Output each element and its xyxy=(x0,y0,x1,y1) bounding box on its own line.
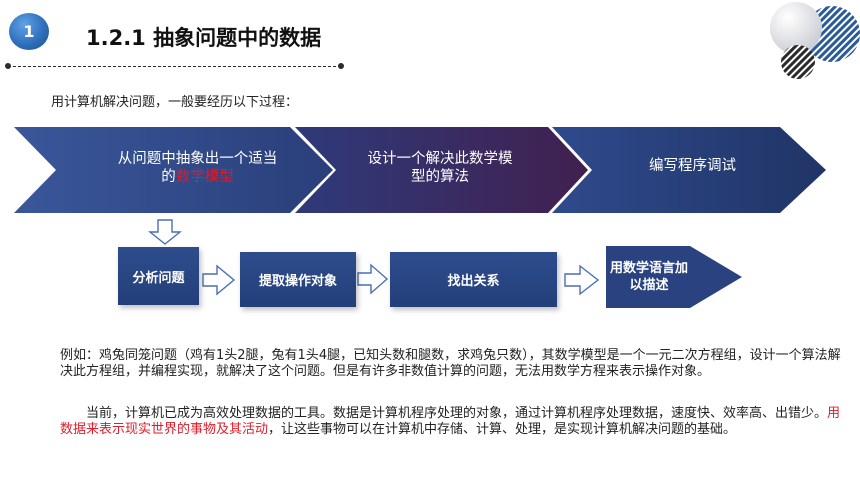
process-arrow-3 xyxy=(552,127,826,213)
section-number-badge: 1 xyxy=(9,13,49,50)
striped-dark-circle xyxy=(781,45,815,79)
current-paragraph-highlight: 用数据来表示现实世界的事物及其活动 xyxy=(60,406,841,437)
process-step-3-label: 编写程序调试 xyxy=(649,158,736,174)
right-arrow-icon xyxy=(564,264,600,296)
process-step-1-line2: 的数学模型 xyxy=(80,168,315,186)
current-paragraph-part1: 当前，计算机已成为高效处理数据的工具。数据是计算机程序处理的对象，通过计算机程序… xyxy=(86,406,828,421)
title-divider xyxy=(8,66,341,67)
down-arrow-icon xyxy=(148,219,182,245)
analyze-problem-box: 分析问题 xyxy=(118,247,199,305)
page-title: 1.2.1 抽象问题中的数据 xyxy=(86,26,322,50)
divider-dot-right xyxy=(338,63,344,69)
process-step-1-label: 从问题中抽象出一个适当 的数学模型 xyxy=(80,150,315,186)
process-step-2-label: 设计一个解决此数学模 型的算法 xyxy=(335,150,545,186)
divider-dot-left xyxy=(5,63,11,69)
find-relations-box: 找出关系 xyxy=(390,252,557,307)
current-paragraph-part2: ，让这些事物可以在计算机中存储、计算、处理，是实现计算机解决问题的基础。 xyxy=(268,422,737,437)
process-step-2-line2: 型的算法 xyxy=(411,169,469,185)
right-arrow-icon xyxy=(202,264,236,296)
process-step-2-line1: 设计一个解决此数学模 xyxy=(367,151,513,167)
right-arrow-icon xyxy=(357,263,389,295)
intro-text: 用计算机解决问题，一般要经历以下过程： xyxy=(51,95,299,110)
process-step-1-line1: 从问题中抽象出一个适当 xyxy=(117,151,278,167)
process-arrow-2 xyxy=(295,127,588,213)
white-sphere xyxy=(770,2,822,54)
math-model-highlight: 数学模型 xyxy=(175,169,234,185)
current-paragraph: 当前，计算机已成为高效处理数据的工具。数据是计算机程序处理的对象，通过计算机程序… xyxy=(60,406,845,438)
extract-objects-box: 提取操作对象 xyxy=(240,252,356,307)
process-arrow-1 xyxy=(14,127,333,213)
describe-step-arrow xyxy=(606,246,742,308)
process-step-1-prefix: 的 xyxy=(161,169,176,185)
example-paragraph: 例如：鸡兔同笼问题（鸡有1头2腿，兔有1头4腿，已知头数和腿数，求鸡兔只数），其… xyxy=(60,348,841,379)
decorative-circles xyxy=(770,2,860,79)
describe-math-language-label: 用数学语言加以描述 xyxy=(610,261,689,293)
